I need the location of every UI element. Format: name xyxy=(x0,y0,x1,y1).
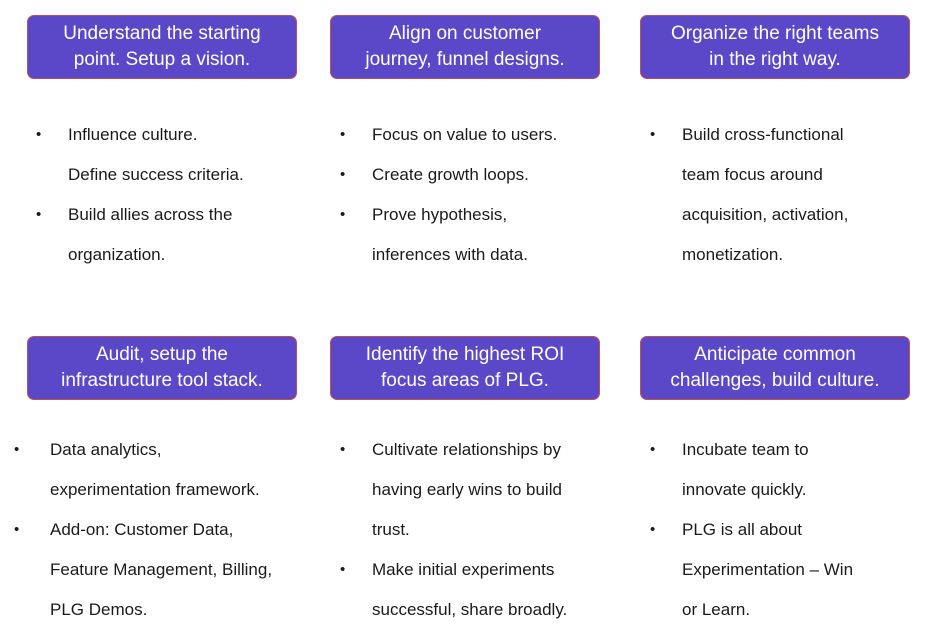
card-4-bullets: • Data analytics, experimentation framewor… xyxy=(14,430,319,630)
header-line: challenges, build culture. xyxy=(670,370,880,391)
bullet-text: inferences with data. xyxy=(372,245,528,264)
bullet-icon: • xyxy=(340,126,346,143)
bullet-icon: • xyxy=(14,521,20,538)
list-item: • Cultivate relationships by having early … xyxy=(340,430,620,550)
header-line: Audit, setup the xyxy=(95,344,229,365)
card-4-header: Audit, setup the infrastructure tool stac… xyxy=(27,336,297,400)
card-5-header: Identify the highest ROI focus areas of P… xyxy=(330,336,600,400)
bullet-text: Create growth loops. xyxy=(372,165,529,184)
bullet-text: Incubate team to xyxy=(682,440,809,459)
header-line: point. Setup a vision. xyxy=(73,49,251,70)
bullet-text: Feature Management, Billing, xyxy=(50,560,273,579)
header-line: Understand the starting xyxy=(63,23,261,44)
card-3-header: Organize the right teams in the right way… xyxy=(640,15,910,79)
bullet-text: Add-on: Customer Data, xyxy=(50,520,234,539)
bullet-text: having early wins to build xyxy=(372,480,562,499)
card-5-bullets: • Cultivate relationships by having early … xyxy=(340,430,620,630)
header-line: Identify the highest ROI xyxy=(365,344,565,365)
bullet-icon: • xyxy=(340,206,346,223)
card-2-bullets: • Focus on value to users. • Create growth… xyxy=(340,115,620,275)
bullet-icon: • xyxy=(650,441,656,458)
header-line: Organize the right teams xyxy=(670,23,880,44)
card-2-header: Align on customer journey, funnel designs… xyxy=(330,15,600,79)
card-3-bullets: • Build cross-functional team focus around… xyxy=(650,115,930,275)
header-line: Anticipate common xyxy=(694,344,856,365)
header-line: Align on customer xyxy=(388,23,542,44)
bullet-text: PLG is all about xyxy=(682,520,803,539)
header-line: in the right way. xyxy=(709,49,841,70)
card-1-bullets: • Influence culture. Define success criter… xyxy=(36,115,316,275)
bullet-text: innovate quickly. xyxy=(682,480,807,499)
bullet-text: or Learn. xyxy=(682,600,751,619)
bullet-icon: • xyxy=(36,206,42,223)
bullet-text: organization. xyxy=(68,245,166,264)
bullet-text: Define success criteria. xyxy=(68,165,244,184)
bullet-text: successful, share broadly. xyxy=(372,600,568,619)
bullet-text: Experimentation – Win xyxy=(682,560,854,579)
list-item: • Prove hypothesis, inferences with data. xyxy=(340,195,620,275)
header-line: journey, funnel designs. xyxy=(365,49,565,70)
bullet-text: Influence culture. xyxy=(68,125,198,144)
header-line: infrastructure tool stack. xyxy=(61,370,263,391)
bullet-icon: • xyxy=(14,441,20,458)
bullet-text: Cultivate relationships by xyxy=(372,440,561,459)
card-1-header: Understand the starting point. Setup a vi… xyxy=(27,15,297,79)
bullet-text: trust. xyxy=(372,520,410,539)
bullet-text: Data analytics, xyxy=(50,440,162,459)
bullet-icon: • xyxy=(36,126,42,143)
bullet-text: Prove hypothesis, xyxy=(372,205,508,224)
header-line: focus areas of PLG. xyxy=(381,370,549,391)
bullet-text: team focus around xyxy=(682,165,823,184)
list-item: • Focus on value to users. xyxy=(340,115,620,155)
bullet-icon: • xyxy=(650,521,656,538)
bullet-text: PLG Demos. xyxy=(50,600,148,619)
bullet-text: Focus on value to users. xyxy=(372,125,558,144)
list-item: • Incubate team to innovate quickly. xyxy=(650,430,930,510)
bullet-icon: • xyxy=(340,166,346,183)
list-item: • Influence culture. Define success criter… xyxy=(36,115,316,195)
bullet-text: Build allies across the xyxy=(68,205,233,224)
list-item: • Add-on: Customer Data, Feature Managemen… xyxy=(14,510,319,630)
bullet-text: Make initial experiments xyxy=(372,560,555,579)
bullet-icon: • xyxy=(340,561,346,578)
bullet-text: monetization. xyxy=(682,245,784,264)
list-item: • Make initial experiments successful, sha… xyxy=(340,550,620,630)
card-6-header: Anticipate common challenges, build cultu… xyxy=(640,336,910,400)
bullet-text: Build cross-functional xyxy=(682,125,844,144)
bullet-icon: • xyxy=(340,441,346,458)
card-6-bullets: • Incubate team to innovate quickly. • PLG … xyxy=(650,430,930,630)
list-item: • Build allies across the organization. xyxy=(36,195,316,275)
list-item: • Build cross-functional team focus around… xyxy=(650,115,930,275)
list-item: • Data analytics, experimentation framewor… xyxy=(14,430,319,510)
bullet-text: experimentation framework. xyxy=(50,480,260,499)
bullet-icon: • xyxy=(650,126,656,143)
list-item: • Create growth loops. xyxy=(340,155,620,195)
bullet-text: acquisition, activation, xyxy=(682,205,849,224)
